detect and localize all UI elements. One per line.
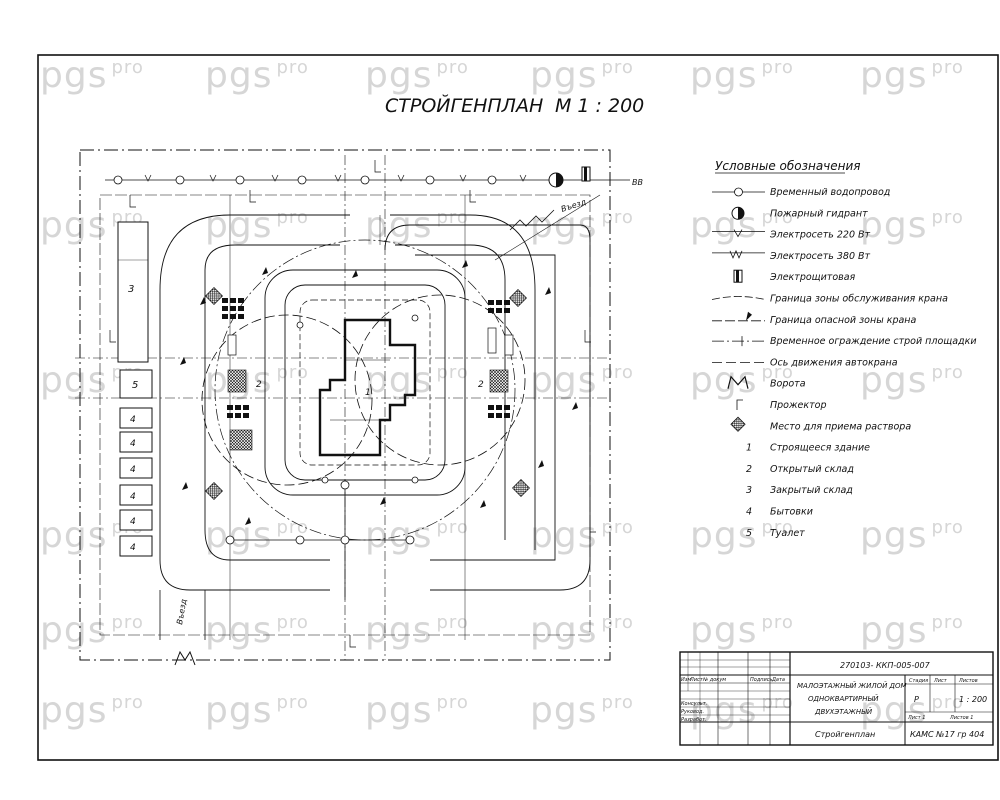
cabin-label: 4 [130,415,136,425]
legend-label: Электрощитовая [769,272,856,283]
legend-label: Бытовки [770,507,813,518]
legend-number: 2 [746,464,752,475]
group-label: КАМС №17 гр 404 [910,730,984,739]
crane-axis-ring-outer [264,269,466,496]
toilet [119,369,153,399]
inlet-label: ВВ [632,178,643,187]
legend-number: 4 [746,507,752,518]
drawing-scale: М 1 : 200 [555,95,644,117]
col-sign: Подпись [750,677,773,683]
stage-header: Стадия [909,678,928,684]
sheet-header: Лист [933,678,948,684]
switchboard-icon [733,269,743,283]
legend-label: Граница опасной зоны крана [770,315,917,326]
title-block: 270103- ККП-005-007 МАЛОЭТАЖНЫЙ ЖИЛОЙ ДО… [679,651,994,746]
legend-label: Временное ограждение строй площадки [770,336,977,347]
legend-label: Ворота [770,379,806,390]
role-developer: Разработ. [681,717,707,723]
sheets-number: Листов 1 [949,715,973,721]
open-storage-left-label: 2 [256,380,262,390]
floodlight-icons [109,160,596,648]
legend-number: 5 [746,528,752,539]
legend-label: Закрытый склад [770,485,853,496]
cabin-label: 4 [130,439,136,449]
power-line-220-icon [712,229,765,238]
project-line-2: ОДНОКВАРТИРНЫЙ [808,694,879,703]
sheet-name: Стройгенплан [815,730,875,739]
legend-label: Временный водопровод [770,187,891,198]
scale-value: 1 : 200 [959,695,987,704]
col-doc: № докум [702,677,726,683]
toilet-label: 5 [132,380,138,391]
crane-zone-left [201,314,373,486]
cabin-label: 4 [130,465,136,475]
sheets-header: Листов [958,678,978,684]
temporary-fence-icon [712,336,765,347]
crane-zone-boundary-icon [711,296,766,300]
project-line-3: ДВУХЭТАЖНЫЙ [814,707,873,716]
stage-value: Р [914,695,919,704]
legend-label: Место для приема раствора [770,421,911,432]
legend-label: Пожарный гидрант [770,208,868,219]
open-storage-right [488,300,510,418]
legend-label: Электросеть 220 Вт [769,230,871,241]
closed-storage [117,221,149,363]
cabin-label: 4 [130,543,136,553]
drawing-title: СТРОЙГЕНПЛАН [385,94,543,117]
power-line-380 [509,209,555,231]
title-block-code: 270103- ККП-005-007 [840,661,931,670]
fire-hydrant-icon [731,206,745,220]
legend-label: Граница зоны обслуживания крана [770,294,948,305]
water-pipe-icon [712,187,765,197]
sheet-frame [37,54,999,761]
cabins [119,407,153,557]
site-plan: ВВ Въезд Въезд [75,149,643,666]
legend-label: Открытый склад [770,464,854,475]
crane-danger-zone-icon [712,311,765,322]
cabin-label: 4 [130,517,136,527]
legend-label: Прожектор [770,400,827,411]
legend-label: Ось движения автокрана [770,357,898,368]
road-outer [384,224,591,591]
danger-zone-markers [180,260,578,525]
power-line-380-icon [712,249,765,259]
role-consultant: Консульт. [681,701,707,707]
col-sheet: Лист [689,677,704,683]
open-storage-left [222,298,249,418]
legend-label: Туалет [770,528,805,539]
gate-icon [727,375,749,389]
col-date: Дата [771,677,785,683]
legend-label: Электросеть 380 Вт [769,251,871,262]
project-line-1: МАЛОЭТАЖНЫЙ ЖИЛОЙ ДОМ [797,681,907,690]
legend: Условные обозначения Временный водопрово… [711,159,977,539]
role-supervisor: Руковод. [681,709,704,715]
sheet-number: Лист 1 [907,715,925,721]
crane-zone-right [354,294,526,466]
gate-icon [174,650,196,666]
floodlight-icon [736,399,743,410]
building-outline [318,318,417,457]
power-line-220 [144,174,527,182]
legend-heading: Условные обозначения [715,159,861,173]
mortar-place-icon [205,287,223,305]
closed-storage-label: 3 [128,284,134,295]
cabin-label: 4 [130,492,136,502]
legend-label: Строящееся здание [770,443,870,454]
mortar-place-icon [730,416,746,432]
col-rev: Изм [681,677,691,683]
legend-number: 3 [746,485,752,496]
open-storage-right-label: 2 [478,380,484,390]
legend-number: 1 [746,443,752,454]
gate-label-left: Въезд [175,598,188,625]
building-number: 1 [365,388,371,398]
water-pipe-nodes [113,175,497,185]
